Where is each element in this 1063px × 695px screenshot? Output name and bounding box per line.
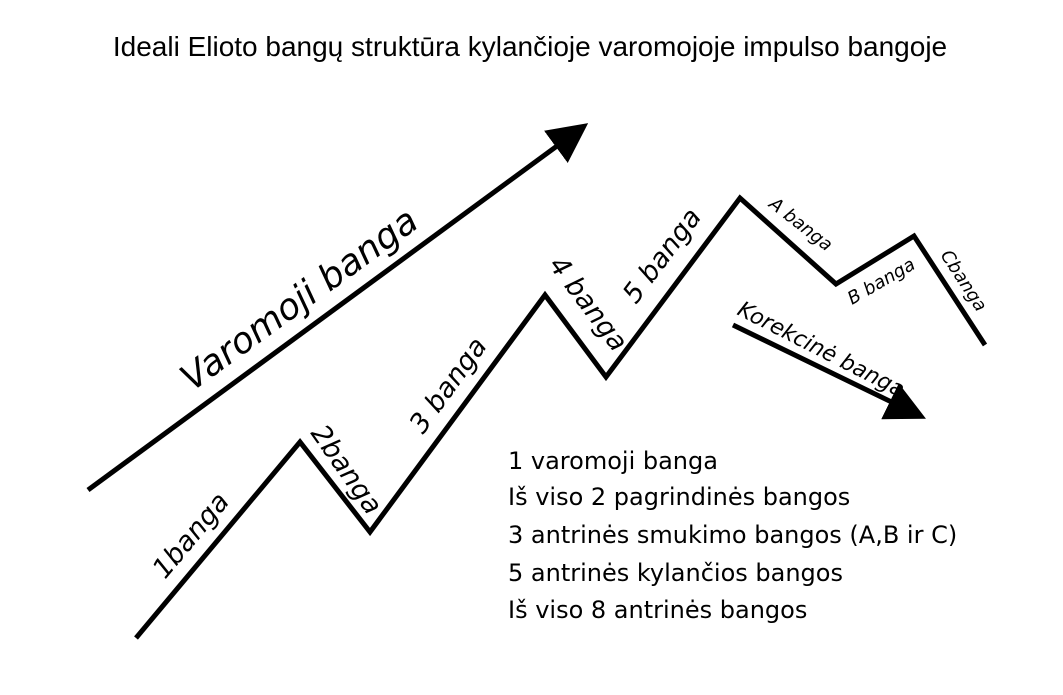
diagram-title: Ideali Elioto bangų struktūra kylančioje… xyxy=(113,31,947,62)
summary-line-3: 3 antrinės smukimo bangos (A,B ir C) xyxy=(508,521,957,549)
correction-arrow-label: Korekcinė banga xyxy=(733,297,908,403)
summary-line-2: Iš viso 2 pagrindinės bangos xyxy=(508,483,850,511)
wave-label-a: A banga xyxy=(764,193,836,256)
wave-label-b: B banga xyxy=(844,254,919,309)
impulse-arrow-label: Varomoji banga xyxy=(173,200,426,399)
wave-label-4: 4 banga xyxy=(542,251,633,358)
summary-list: 1 varomoji banga Iš viso 2 pagrindinės b… xyxy=(508,447,957,624)
correction-arrow xyxy=(731,322,926,420)
summary-line-5: Iš viso 8 antrinės bangos xyxy=(508,596,807,624)
summary-line-1: 1 varomoji banga xyxy=(508,447,718,475)
summary-line-4: 5 antrinės kylančios bangos xyxy=(508,559,843,587)
wave-path xyxy=(134,194,988,640)
impulse-arrow xyxy=(86,123,589,493)
